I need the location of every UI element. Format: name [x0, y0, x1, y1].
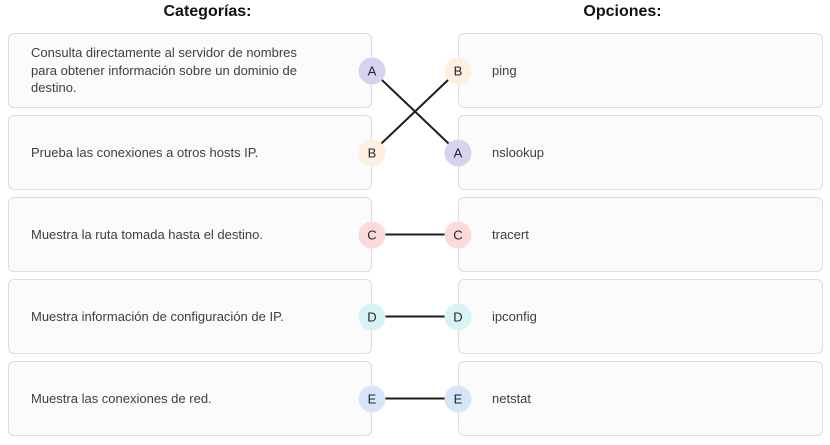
options-title: Opciones:: [583, 3, 662, 20]
option-card[interactable]: ipconfig: [458, 279, 823, 354]
category-badge[interactable]: E: [358, 385, 386, 412]
option-card[interactable]: ping: [458, 33, 823, 108]
category-text: Muestra la ruta tomada hasta el destino.: [31, 226, 263, 242]
option-text: netstat: [492, 390, 532, 406]
option-card[interactable]: netstat: [458, 361, 823, 436]
category-card[interactable]: Prueba las conexiones a otros hosts IP.: [8, 115, 372, 190]
category-card[interactable]: Muestra la ruta tomada hasta el destino.: [8, 197, 372, 272]
category-text: Consulta directamente al servidor de nom…: [31, 45, 297, 96]
category-text: Muestra información de configuración de …: [31, 308, 284, 324]
category-text: Muestra las conexiones de red.: [31, 390, 212, 406]
category-badge[interactable]: B: [358, 139, 386, 166]
connection-line: [371, 69, 459, 154]
option-badge[interactable]: B: [444, 57, 472, 84]
category-card[interactable]: Consulta directamente al servidor de nom…: [8, 33, 372, 108]
option-badge[interactable]: A: [444, 139, 472, 166]
option-card[interactable]: nslookup: [458, 115, 823, 190]
option-text: ping: [492, 62, 517, 78]
connection-line: [371, 69, 459, 154]
option-badge[interactable]: C: [444, 221, 472, 248]
category-badge[interactable]: A: [358, 57, 386, 84]
categories-title: Categorías:: [163, 3, 252, 20]
option-text: ipconfig: [492, 308, 537, 324]
option-text: tracert: [492, 226, 529, 242]
category-card[interactable]: Muestra información de configuración de …: [8, 279, 372, 354]
category-text: Prueba las conexiones a otros hosts IP.: [31, 144, 259, 160]
option-text: nslookup: [492, 144, 545, 160]
category-badge[interactable]: D: [358, 303, 386, 330]
option-card[interactable]: tracert: [458, 197, 823, 272]
category-badge[interactable]: C: [358, 221, 386, 248]
option-badge[interactable]: D: [444, 303, 472, 330]
category-card[interactable]: Muestra las conexiones de red.: [8, 361, 372, 436]
option-badge[interactable]: E: [444, 385, 472, 412]
